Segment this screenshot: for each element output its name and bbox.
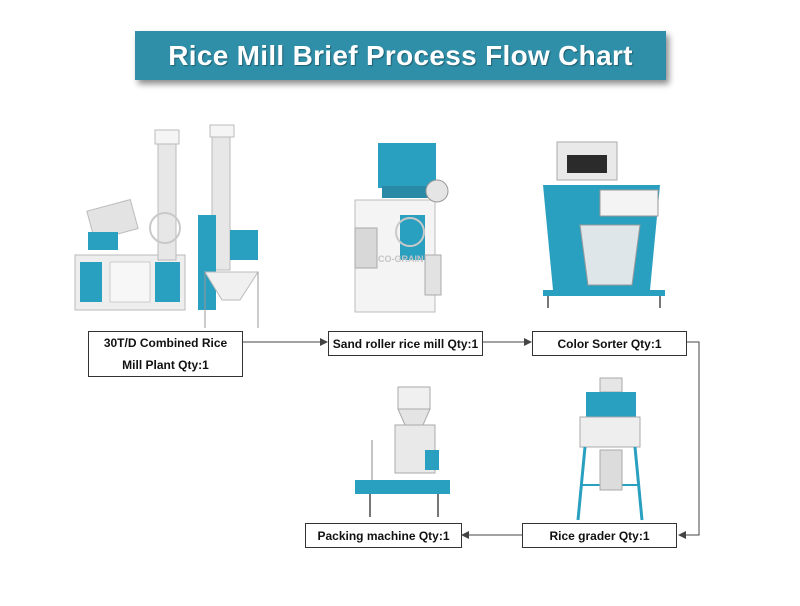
page-title: Rice Mill Brief Process Flow Chart (168, 39, 633, 71)
node-packing-label: Packing machine Qty:1 (317, 528, 450, 543)
node-combined-mill: 30T/D Combined Rice Mill Plant Qty:1 (88, 331, 243, 377)
title-banner: Rice Mill Brief Process Flow Chart (135, 31, 666, 80)
color-sorter-machine-image (543, 141, 665, 308)
packing-machine-image (355, 386, 450, 517)
node-rice-grader-label: Rice grader Qty:1 (549, 528, 650, 543)
sand-roller-machine-image (354, 143, 449, 313)
rice-grader-machine-image (576, 377, 644, 521)
node-color-sorter-label: Color Sorter Qty:1 (557, 336, 662, 351)
node-packing: Packing machine Qty:1 (305, 523, 462, 548)
combined-mill-machine-image (74, 124, 259, 328)
node-color-sorter: Color Sorter Qty:1 (532, 331, 687, 356)
node-sand-roller: Sand roller rice mill Qty:1 (328, 331, 483, 356)
connector-sorter-to-grader (678, 341, 700, 539)
watermark-text: CO-GRAIN (378, 254, 424, 264)
node-combined-mill-label: 30T/D Combined Rice Mill Plant Qty:1 (103, 336, 228, 372)
node-sand-roller-label: Sand roller rice mill Qty:1 (332, 336, 479, 351)
node-rice-grader: Rice grader Qty:1 (522, 523, 677, 548)
